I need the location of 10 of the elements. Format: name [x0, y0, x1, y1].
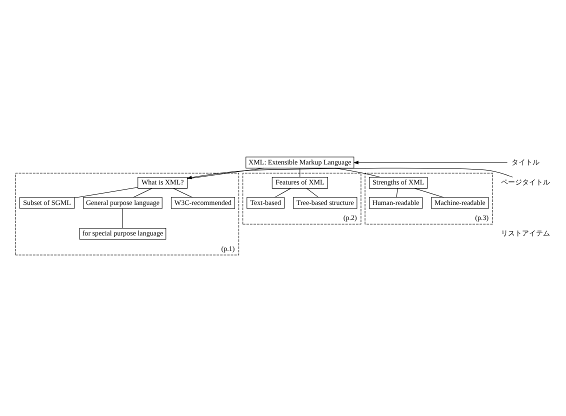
arrow — [353, 160, 508, 164]
connector — [133, 188, 152, 198]
connector — [306, 188, 319, 198]
connector — [187, 168, 264, 180]
connector — [414, 188, 444, 198]
connector — [173, 188, 193, 198]
connector — [396, 188, 398, 198]
connector — [74, 187, 138, 198]
connector — [122, 208, 123, 228]
connector — [274, 188, 291, 198]
